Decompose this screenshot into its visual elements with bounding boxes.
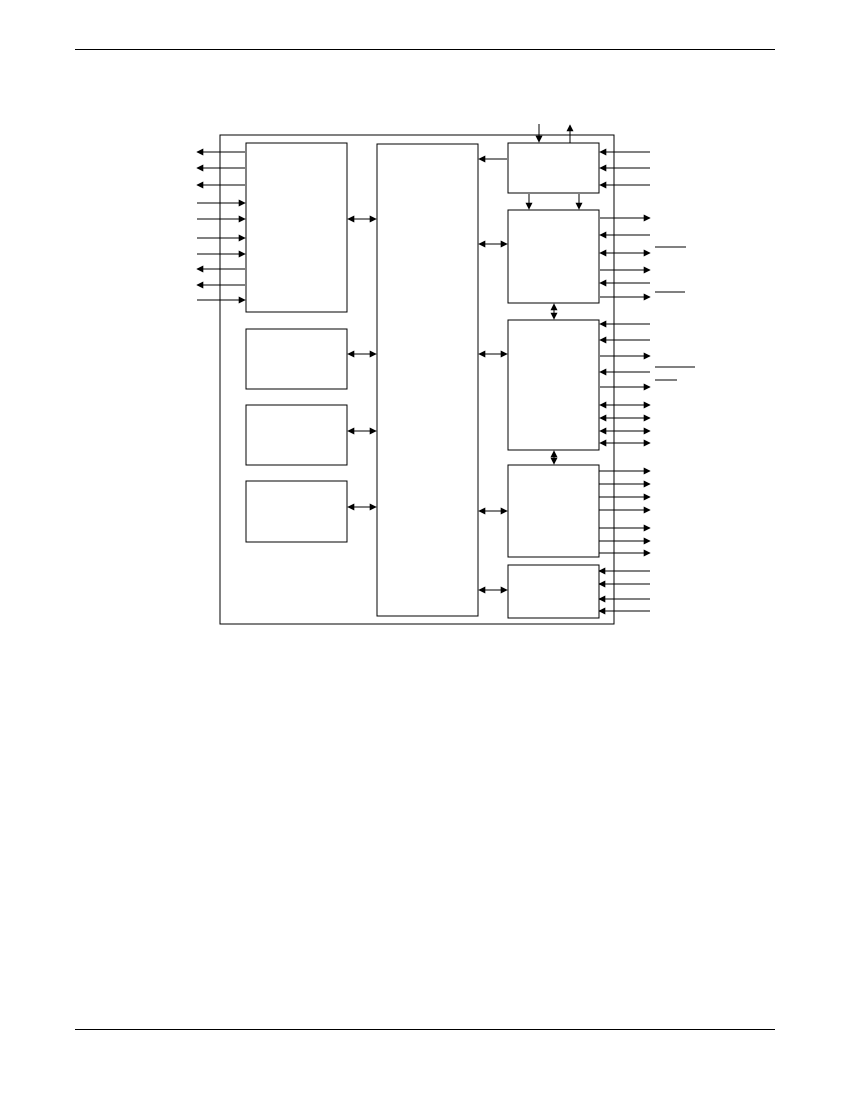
- signal-overbars: [655, 246, 695, 381]
- central-bus-block: [376, 143, 479, 617]
- right-block-1: [507, 142, 600, 194]
- right-block-2: [507, 209, 600, 304]
- left-block-2: [245, 328, 348, 390]
- internal-connections: [347, 124, 583, 594]
- left-pin-group: [196, 148, 246, 304]
- chip-outline: [219, 134, 615, 625]
- left-block-3: [245, 404, 348, 466]
- right-block-3: [507, 319, 600, 451]
- page-header-rule: [75, 49, 775, 50]
- right-pin-group: [598, 148, 651, 615]
- right-block-4: [507, 464, 600, 558]
- left-top-block: [245, 142, 348, 313]
- left-block-4: [245, 480, 348, 543]
- right-block-5: [507, 564, 600, 619]
- page-footer-rule: [75, 1029, 775, 1030]
